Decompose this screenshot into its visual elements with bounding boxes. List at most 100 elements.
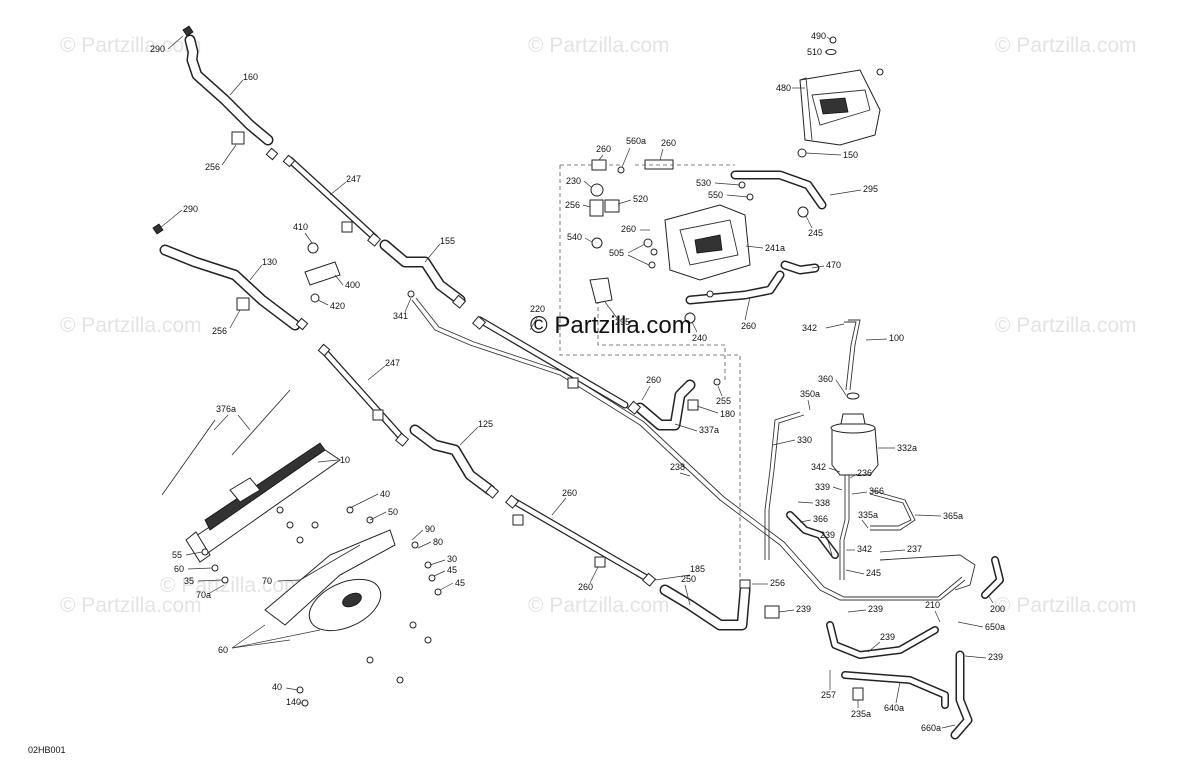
callout-560a[interactable]: 260 [661,138,676,148]
callout-90[interactable]: 90 [425,524,435,534]
callout-70[interactable]: 60 [218,645,228,655]
callout-260[interactable]: 560a [626,136,646,146]
callout-470[interactable]: 490 [811,31,826,41]
callout-239[interactable]: 257 [821,690,836,700]
callout-360[interactable]: 350a [800,389,820,399]
callout-505[interactable]: 241a [765,243,785,253]
callout-256[interactable]: 239 [796,604,811,614]
callout-420[interactable]: 420 [330,301,345,311]
clip-341 [407,290,415,298]
callout-236[interactable]: 339 [815,482,830,492]
callout-342[interactable]: 100 [889,333,904,343]
callout-540[interactable]: 505 [609,248,624,258]
callout-295[interactable]: 245 [808,228,823,238]
callout-257[interactable]: 235a [851,709,871,719]
watermark: © Partzilla.com [60,34,202,57]
callout-40[interactable]: 140 [286,697,301,707]
callout-180[interactable]: 337a [699,425,719,435]
callout-330[interactable]: 332a [897,443,917,453]
callout-550[interactable]: 260 [621,224,636,234]
callout-260[interactable]: 540 [567,232,582,242]
callout-260[interactable]: 230 [566,176,581,186]
callout-260[interactable]: 185 [690,564,705,574]
callout-335a[interactable]: 365a [943,511,963,521]
callout-250[interactable]: 260 [578,582,593,592]
callout-130[interactable]: 130 [262,257,277,267]
callout-80[interactable]: 80 [433,537,443,547]
callout-640a[interactable]: 660a [921,723,941,733]
callout-410[interactable]: 410 [293,222,308,232]
callout-40[interactable]: 40 [380,489,390,499]
callout-376a[interactable]: 376a [216,404,236,414]
callout-520[interactable]: 530 [696,178,711,188]
callout-100[interactable]: 360 [818,374,833,384]
watermark: © Partzilla.com [995,34,1137,57]
callout-30[interactable]: 30 [447,554,457,564]
callout-245[interactable]: 260 [562,488,577,498]
callout-239[interactable]: 210 [925,600,940,610]
callout-332a[interactable]: 238 [670,462,685,472]
callout-35[interactable]: 70a [196,590,211,600]
callout-530[interactable]: 550 [708,190,723,200]
callout-125[interactable]: 125 [478,419,493,429]
callout-239[interactable]: 239 [988,652,1003,662]
callout-50[interactable]: 50 [388,507,398,517]
callout-290[interactable]: 290 [183,204,198,214]
callout-185[interactable]: 250 [681,574,696,584]
callout-45[interactable]: 45 [455,578,465,588]
valve-220 [589,277,613,304]
callout-339[interactable]: 366 [869,486,884,496]
callout-350a[interactable]: 330 [797,435,812,445]
callout-220[interactable]: 295 [615,317,630,327]
callout-60[interactable]: 40 [272,682,282,692]
callout-241a[interactable]: 470 [826,260,841,270]
callout-337a[interactable]: 342 [802,323,817,333]
callout-238[interactable]: 342 [811,462,826,472]
callout-240[interactable]: 260 [741,321,756,331]
callout-341[interactable]: 341 [393,311,408,321]
callout-650a[interactable]: 200 [990,604,1005,614]
callout-400[interactable]: 400 [345,280,360,290]
callout-342[interactable]: 237 [907,544,922,554]
callout-55[interactable]: 60 [174,564,184,574]
callout-247[interactable]: 247 [346,174,361,184]
watermark: © Partzilla.com [60,314,202,337]
callout-200[interactable]: 239 [880,632,895,642]
callout-256[interactable]: 520 [633,194,648,204]
callout-210[interactable]: 650a [985,622,1005,632]
callout-237[interactable]: 245 [866,568,881,578]
callout-290[interactable]: 290 [150,44,165,54]
callout-510[interactable]: 480 [776,83,791,93]
callout-239[interactable]: 342 [857,544,872,554]
callout-10[interactable]: 10 [340,455,350,465]
callout-245[interactable]: 220 [530,304,545,314]
callout-256[interactable]: 256 [212,326,227,336]
callout-160[interactable]: 160 [243,72,258,82]
callout-342[interactable]: 236 [857,468,872,478]
callout-235a[interactable]: 640a [884,703,904,713]
callout-247[interactable]: 247 [385,358,400,368]
callout-155[interactable]: 155 [440,236,455,246]
center-watermark: © Partzilla.com [530,312,692,339]
callout-256[interactable]: 256 [205,162,220,172]
callout-295[interactable]: 240 [692,333,707,343]
callout-260[interactable]: 255 [716,396,731,406]
callout-255[interactable]: 180 [720,409,735,419]
callout-338[interactable]: 335a [858,510,878,520]
callout-70a[interactable]: 70 [262,576,272,586]
callout-45[interactable]: 45 [447,565,457,575]
callout-490[interactable]: 510 [807,47,822,57]
callout-366[interactable]: 239 [820,530,835,540]
callout-366[interactable]: 338 [815,498,830,508]
callout-140[interactable]: 260 [596,144,611,154]
callout-45[interactable]: 55 [172,550,182,560]
callout-239[interactable]: 239 [868,604,883,614]
callout-260[interactable]: 260 [646,375,661,385]
callout-480[interactable]: 150 [843,150,858,160]
callout-365a[interactable]: 366 [813,514,828,524]
callout-230[interactable]: 256 [565,200,580,210]
callout-150[interactable]: 295 [863,184,878,194]
callout-60[interactable]: 35 [184,576,194,586]
callout-260[interactable]: 256 [770,578,785,588]
